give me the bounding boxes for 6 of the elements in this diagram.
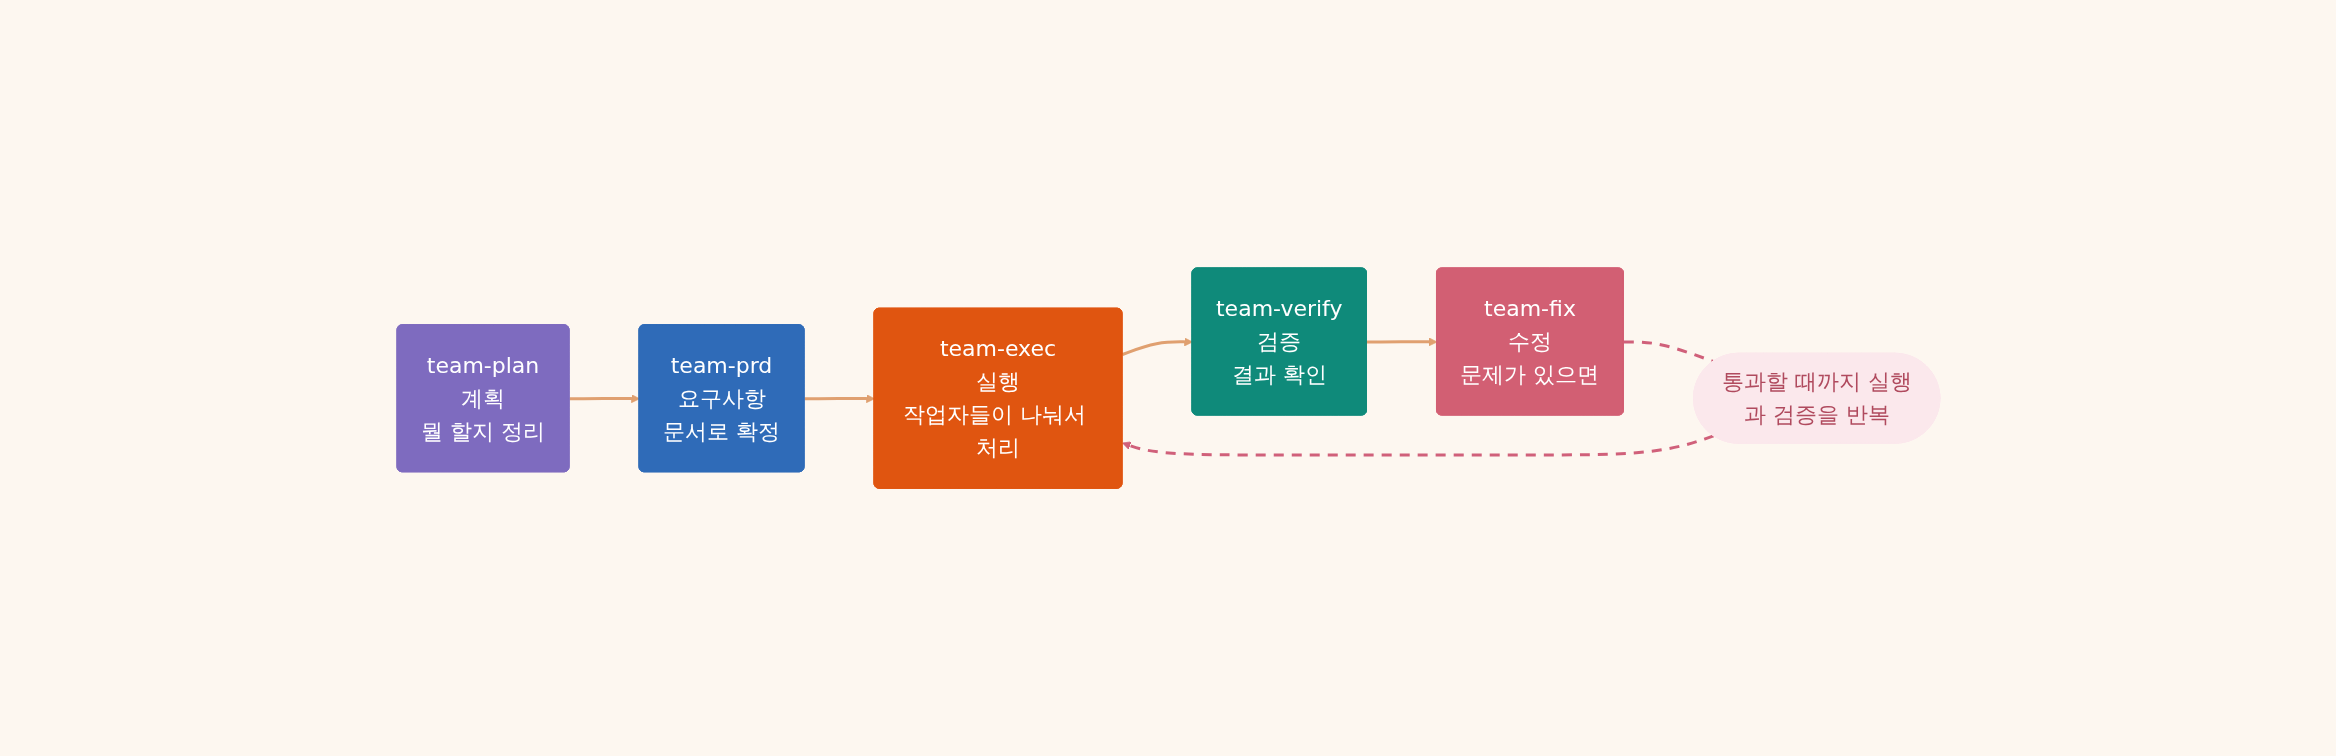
arrow	[1121, 337, 1193, 356]
arrow	[1121, 434, 1714, 457]
connector	[1623, 340, 1714, 363]
arrow	[1366, 337, 1437, 347]
arrow	[569, 394, 640, 403]
arrow	[804, 394, 875, 403]
